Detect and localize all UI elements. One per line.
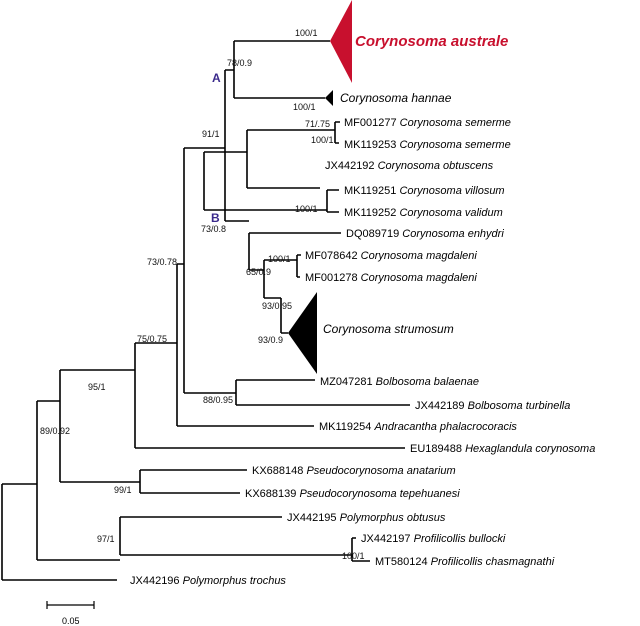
taxon-mt580124: MT580124 Profilicollis chasmagnathi bbox=[375, 556, 555, 568]
scale-bar: 0.05 bbox=[46, 601, 95, 626]
branch-semerme-pair bbox=[334, 121, 340, 144]
branch-strumosum bbox=[280, 298, 288, 334]
collapsed-clade-strumosum bbox=[288, 292, 317, 374]
collapsed-clade-hannae bbox=[325, 90, 333, 106]
branch-villosum-validum bbox=[326, 189, 339, 213]
support-with-pseudocorynosoma: 89/0.92 bbox=[40, 426, 70, 436]
scale-bar-line bbox=[46, 601, 95, 609]
branch-node-91 bbox=[183, 147, 236, 394]
branch-node-97 bbox=[119, 516, 352, 556]
taxon-mf078642: MF078642 Corynosoma magdaleni bbox=[305, 250, 477, 262]
taxon-kx688148: KX688148 Pseudocorynosoma anatarium bbox=[252, 465, 456, 477]
taxon-corynosoma-hannae: Corynosoma hannae bbox=[340, 91, 452, 105]
support-pseudocorynosoma: 99/1 bbox=[114, 485, 132, 495]
taxon-jx442195: JX442195 Polymorphus obtusus bbox=[287, 512, 446, 524]
branch-root bbox=[1, 483, 117, 581]
support-semerme-pair: 71/.75 bbox=[305, 119, 330, 129]
branch-node-89 bbox=[36, 400, 120, 561]
scale-bar-label: 0.05 bbox=[62, 616, 80, 626]
clade-label-b: B bbox=[211, 211, 220, 225]
branch-node-93a bbox=[263, 259, 297, 299]
branch-node-75 bbox=[134, 342, 405, 449]
support-values: 100/1 100/1 78/0.9 71/.75 100/1 100/1 91… bbox=[40, 28, 365, 561]
support-magdaleni: 100/1 bbox=[268, 254, 291, 264]
support-polymorphus-profilicollis: 97/1 bbox=[97, 534, 115, 544]
support-villosum-validum: 100/1 bbox=[295, 204, 318, 214]
branch-profilicollis bbox=[351, 537, 370, 562]
taxon-jx442189: JX442189 Bolbosoma turbinella bbox=[415, 400, 570, 412]
branch-node-78 bbox=[224, 69, 249, 222]
support-clade-a: 78/0.9 bbox=[227, 58, 252, 68]
clade-label-a: A bbox=[212, 71, 221, 85]
taxon-mz047281: MZ047281 Bolbosoma balaenae bbox=[320, 376, 479, 388]
support-corynosoma-group: 73/0.78 bbox=[147, 257, 177, 267]
branch-semerme-group bbox=[246, 129, 335, 189]
taxon-mf001277: MF001277 Corynosoma semerme bbox=[344, 117, 511, 129]
support-semerme-group: 100/1 bbox=[311, 135, 334, 145]
support-corynosoma-bolbosoma: 75/0.75 bbox=[137, 334, 167, 344]
taxon-corynosoma-australe: Corynosoma australe bbox=[355, 33, 508, 50]
branch-bolbosoma bbox=[235, 379, 410, 406]
taxon-mf001278: MF001278 Corynosoma magdaleni bbox=[305, 272, 477, 284]
branch-clade-a bbox=[233, 40, 330, 99]
support-clade-b: 73/0.8 bbox=[201, 224, 226, 234]
branch-node-73b bbox=[203, 151, 327, 211]
taxon-mk119252: MK119252 Corynosoma validum bbox=[344, 207, 503, 219]
support-australe: 100/1 bbox=[295, 28, 318, 38]
taxon-jx442197: JX442197 Profilicollis bullocki bbox=[361, 533, 506, 545]
branch-magdaleni bbox=[296, 254, 301, 278]
taxon-kx688139: KX688139 Pseudocorynosoma tepehuanesi bbox=[245, 488, 460, 500]
taxon-mk119251: MK119251 Corynosoma villosum bbox=[344, 185, 505, 197]
taxon-mk119253: MK119253 Corynosoma semerme bbox=[344, 139, 511, 151]
tree-branches bbox=[1, 40, 410, 581]
taxon-corynosoma-strumosum: Corynosoma strumosum bbox=[323, 322, 454, 336]
support-with-hexaglandula: 95/1 bbox=[88, 382, 106, 392]
branch-node-65 bbox=[248, 232, 341, 271]
support-strumosum: 93/0.9 bbox=[258, 335, 283, 345]
support-magdaleni-strumosum: 93/0.95 bbox=[262, 301, 292, 311]
support-hannae: 100/1 bbox=[293, 102, 316, 112]
branch-pseudocorynosoma bbox=[139, 469, 247, 494]
taxon-mk119254: MK119254 Andracantha phalacrocoracis bbox=[319, 421, 517, 433]
taxon-eu189488: EU189488 Hexaglandula corynosoma bbox=[410, 443, 595, 455]
support-bolbosoma: 88/0.95 bbox=[203, 395, 233, 405]
taxon-jx442196: JX442196 Polymorphus trochus bbox=[130, 575, 286, 587]
taxon-jx442192: JX442192 Corynosoma obtuscens bbox=[325, 160, 494, 172]
support-enhydri-group: 65/0.9 bbox=[246, 267, 271, 277]
support-profilicollis: 100/1 bbox=[342, 551, 365, 561]
branch-node-95 bbox=[59, 369, 140, 483]
support-clade-b-main: 91/1 bbox=[202, 129, 220, 139]
collapsed-clade-australe bbox=[330, 0, 352, 83]
branch-node-73a bbox=[176, 263, 314, 427]
taxon-dq089719: DQ089719 Corynosoma enhydri bbox=[346, 228, 504, 240]
